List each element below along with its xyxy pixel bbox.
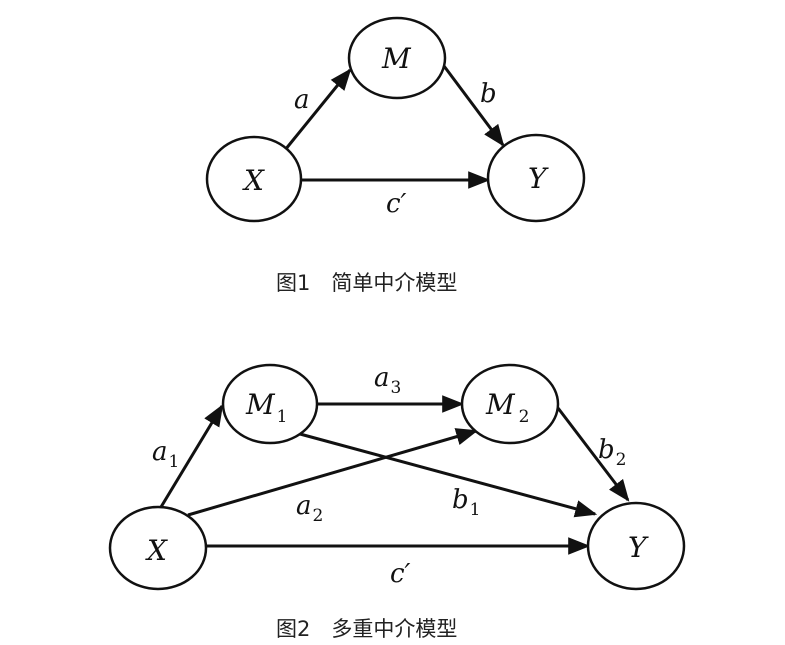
node-y: Y xyxy=(486,133,586,223)
edge-m-to-y xyxy=(442,65,505,147)
edge-label-b2-letter: b xyxy=(598,435,615,465)
edge-label-c-prime: c′ xyxy=(386,189,407,219)
edge-x-to-m2 xyxy=(187,428,479,517)
edge-label-a3: a3 xyxy=(374,363,401,398)
node-x: X xyxy=(205,135,303,223)
edge-m2-to-y xyxy=(556,407,630,502)
figure-1-caption: 图1 简单中介模型 xyxy=(276,271,457,295)
edge-label-a: a xyxy=(294,85,310,115)
edge-label-b1-subscript: 1 xyxy=(470,500,481,520)
node-m: M xyxy=(347,16,447,100)
edge-label-a2-letter: a xyxy=(296,491,312,521)
node-m1-letter: M xyxy=(245,388,276,421)
edge-label-a1-subscript: 1 xyxy=(169,452,180,472)
edge-label-a2-subscript: 2 xyxy=(313,506,324,526)
node-m2-letter: M xyxy=(485,388,516,421)
node-y-label: Y xyxy=(628,531,649,564)
edge-label-b2: b2 xyxy=(598,435,626,470)
edge-label-a1: a1 xyxy=(152,437,179,472)
edge-label-a3-letter: a xyxy=(374,363,390,393)
edge-label-b1: b1 xyxy=(452,485,480,520)
node-m-label: M xyxy=(381,42,412,75)
edge-label-c-prime: c′ xyxy=(390,559,411,589)
node-x-label: X xyxy=(145,534,168,567)
figure-1-simple-mediation: X M Y a b c′ 图1 简单中介模型 xyxy=(205,16,586,295)
edge-label-a3-subscript: 3 xyxy=(391,378,402,398)
edge-label-b1-letter: b xyxy=(452,485,469,515)
edge-label-a1-letter: a xyxy=(152,437,168,467)
node-y: Y xyxy=(586,501,686,591)
figure-2-caption: 图2 多重中介模型 xyxy=(276,617,457,641)
node-x-label: X xyxy=(242,164,265,197)
edge-x-to-m xyxy=(283,68,352,151)
node-x: X xyxy=(108,505,208,591)
edge-label-b: b xyxy=(480,79,497,109)
edge-label-a2: a2 xyxy=(296,491,323,526)
edge-x-to-m1 xyxy=(156,404,224,513)
edge-label-b2-subscript: 2 xyxy=(616,450,627,470)
node-y-label: Y xyxy=(528,162,549,195)
node-m1-subscript: 1 xyxy=(277,407,288,427)
edge-m1-to-y xyxy=(299,432,598,518)
node-m2-subscript: 2 xyxy=(519,407,530,427)
